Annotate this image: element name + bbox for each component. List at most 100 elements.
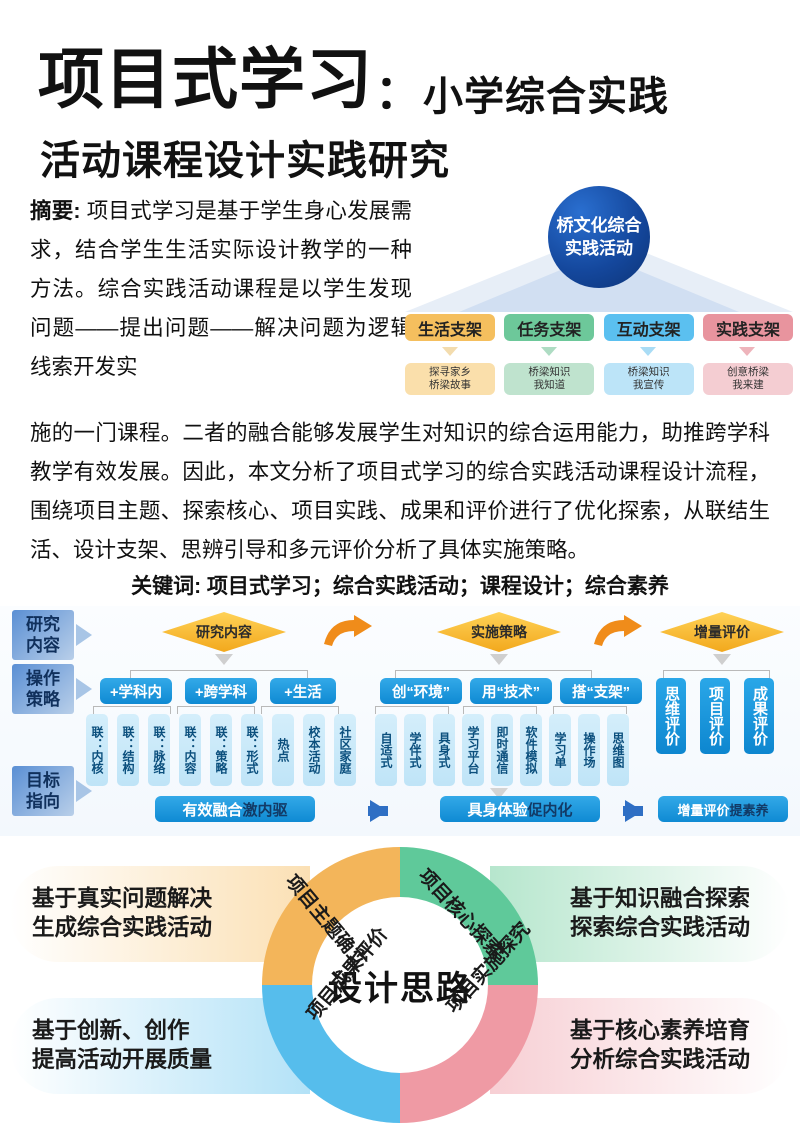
- flow-bottom-bar-1-light: 促内化: [527, 801, 573, 819]
- flow-leaf-2-0: 思维评价: [656, 678, 686, 754]
- flow-leaf-connector-3: [375, 706, 449, 714]
- design-approach-donut: 基于真实问题解决 生成综合实践活动 基于创新、创作 提高活动开展质量 基于知识融…: [0, 838, 800, 1131]
- flow-leaf-1-6: 学习单: [549, 714, 571, 786]
- bridge-center-line2: 实践活动: [565, 239, 633, 258]
- flow-diamond-1-label: 实施策略: [471, 624, 527, 640]
- flow-cat-0-2: +生活: [270, 678, 336, 704]
- flow-cat-0-1: +跨学科: [185, 678, 257, 704]
- flow-bottom-bar-2-light: 提素养: [729, 802, 769, 818]
- title-subtitle: 小学综合实践: [423, 73, 669, 120]
- flow-leaf-1-2: 具身式: [433, 714, 455, 786]
- flow-connector-1: [395, 670, 592, 679]
- flow-side-label-0: 研究 内容: [12, 610, 74, 660]
- flow-leaf-1-4: 即时通信: [491, 714, 513, 786]
- donut-text-bottom-left-line2: 提高活动开展质量: [32, 1047, 213, 1072]
- research-flowchart: 研究 内容 操作 策略 目标 指向 研究内容 实施策略 增量评价 +学科内 +跨…: [0, 606, 800, 836]
- flow-down-arrow-0-icon: [215, 654, 233, 665]
- bridge-arrow-1: [541, 347, 557, 356]
- flow-bottom-bar-1-strong: 具身体验: [467, 801, 528, 819]
- flow-diamond-0-label: 研究内容: [196, 624, 252, 640]
- bridge-support-row: 生活支架 任务支架 互动支架 实践支架: [405, 314, 793, 341]
- abstract-column-text: 项目式学习是基于学生身心发展需求，结合学生生活实际设计教学的一种方法。综合实践活…: [30, 199, 412, 379]
- abstract-label: 摘要:: [30, 199, 81, 223]
- bridge-sub-1-line2: 我知道: [533, 379, 566, 391]
- bridge-sub-3-line1: 创意桥梁: [726, 366, 769, 378]
- flow-leaf-1-5: 软件模拟: [520, 714, 542, 786]
- flow-leaf-0-3: 联：内容: [179, 714, 201, 786]
- flow-side-arrow-0: [76, 624, 92, 646]
- flow-side-label-2: 目标 指向: [12, 766, 74, 816]
- donut-ring: 设计思路 项目主题确立 项目核心探索 项目实施探究 项目成果评价: [249, 842, 551, 1128]
- flow-diamond-0: 研究内容: [162, 612, 286, 652]
- donut-center-hole: 设计思路: [312, 897, 488, 1073]
- flow-diamond-2-label: 增量评价: [694, 624, 750, 640]
- abstract-fullwidth: 施的一门课程。二者的融合能够发展学生对知识的综合运用能力，助推跨学科教学有效发展…: [30, 421, 770, 562]
- flow-leaf-2-1: 项目评价: [700, 678, 730, 754]
- flow-leaf-1-8: 思维图: [607, 714, 629, 786]
- flow-curved-arrow-1-icon: [594, 615, 642, 646]
- flow-leaf-connector-1: [177, 706, 255, 714]
- bridge-culture-diagram: 桥文化综合 实践活动 生活支架 任务支架 互动支架 实践支架 探寻家乡 桥梁故事…: [405, 186, 793, 395]
- donut-band-top-left: [10, 866, 310, 962]
- bridge-center-globe: 桥文化综合 实践活动: [548, 186, 650, 288]
- flow-cat-1-2: 搭“支架”: [560, 678, 642, 704]
- bridge-sub-3-line2: 我来建: [732, 379, 764, 391]
- donut-text-top-right: 基于知识融合探索 探索综合实践活动: [570, 884, 750, 942]
- flow-leaf-1-3: 学习平台: [462, 714, 484, 786]
- bridge-sub-2: 桥梁知识 我宣传: [603, 363, 694, 395]
- flow-bottom-bar-2: 增量评价提素养: [658, 796, 788, 822]
- flow-cat-1-1: 用“技术”: [470, 678, 552, 704]
- bridge-arrow-3: [739, 347, 755, 356]
- flow-blue-arrow-0-icon: [368, 800, 388, 822]
- flow-leaf-1-0: 自适式: [375, 714, 397, 786]
- flow-side-label-1: 操作 策略: [12, 664, 74, 714]
- donut-text-top-left-line1: 基于真实问题解决: [32, 886, 213, 911]
- title-line-1: 项目式学习：小学综合实践: [38, 26, 669, 122]
- flow-leaf-0-6: 热点: [272, 714, 294, 786]
- bridge-sub-0-line1: 探寻家乡: [429, 366, 471, 378]
- flow-connector-2: [663, 670, 770, 679]
- flow-leaf-connector-4: [463, 706, 537, 714]
- flow-side-label-1-line2: 策略: [26, 690, 60, 709]
- flow-leaf-0-1: 联：结构: [117, 714, 139, 786]
- bridge-sub-3: 创意桥梁 我来建: [702, 363, 793, 395]
- flow-bottom-bar-0-strong: 有效融合: [182, 801, 243, 819]
- abstract-column: 摘要: 项目式学习是基于学生身心发展需求，结合学生生活实际设计教学的一种方法。综…: [30, 192, 412, 387]
- flow-down-arrow-bottom-icon: [490, 788, 508, 799]
- flow-leaf-2-2: 成果评价: [744, 678, 774, 754]
- bridge-center-line1: 桥文化综合: [556, 216, 642, 235]
- donut-text-top-left: 基于真实问题解决 生成综合实践活动: [32, 884, 212, 942]
- flow-down-arrow-2-icon: [713, 654, 731, 665]
- flow-bottom-bar-1: 具身体验促内化: [440, 796, 600, 822]
- keywords-line: 关键词: 项目式学习；综合实践活动；课程设计；综合素养: [131, 575, 669, 598]
- flow-bottom-bar-2-strong: 增量评价: [677, 802, 730, 818]
- flow-leaf-0-5: 联：形式: [241, 714, 263, 786]
- bridge-arrow-0: [442, 347, 458, 356]
- donut-text-bottom-left-line1: 基于创新、创作: [32, 1018, 190, 1043]
- bridge-support-2: 互动支架: [603, 314, 694, 341]
- flow-side-label-1-line1: 操作: [26, 669, 60, 688]
- flow-side-label-0-line1: 研究: [26, 615, 60, 634]
- bridge-sub-2-line2: 我宣传: [632, 379, 665, 391]
- flow-side-arrow-1: [76, 678, 92, 700]
- donut-text-bottom-left: 基于创新、创作 提高活动开展质量: [32, 1016, 212, 1074]
- donut-text-top-left-line2: 生成综合实践活动: [32, 915, 213, 940]
- title-block: 项目式学习：小学综合实践 活动课程设计实践研究: [0, 0, 800, 185]
- flow-side-label-2-line1: 目标: [26, 771, 60, 790]
- flow-leaf-0-8: 社区家庭: [334, 714, 356, 786]
- bridge-sub-0-line2: 桥梁故事: [429, 379, 471, 391]
- bridge-sub-2-line1: 桥梁知识: [627, 366, 670, 378]
- donut-band-top-right: [490, 866, 790, 962]
- donut-text-bottom-right: 基于核心素养培育 分析综合实践活动: [570, 1016, 750, 1074]
- flow-cat-1-0: 创“环境”: [380, 678, 462, 704]
- donut-band-bottom-right: [490, 998, 790, 1094]
- bridge-support-1: 任务支架: [504, 314, 595, 341]
- donut-band-bottom-left: [10, 998, 310, 1094]
- flow-diamond-2: 增量评价: [660, 612, 784, 652]
- title-colon: ：: [375, 66, 421, 118]
- donut-center-label: 设计思路: [328, 968, 472, 1009]
- flow-bottom-bar-0: 有效融合激内驱: [155, 796, 315, 822]
- flow-leaf-1-7: 操作场: [578, 714, 600, 786]
- flow-blue-arrow-1-icon: [623, 800, 643, 822]
- flow-leaf-connector-0: [93, 706, 171, 714]
